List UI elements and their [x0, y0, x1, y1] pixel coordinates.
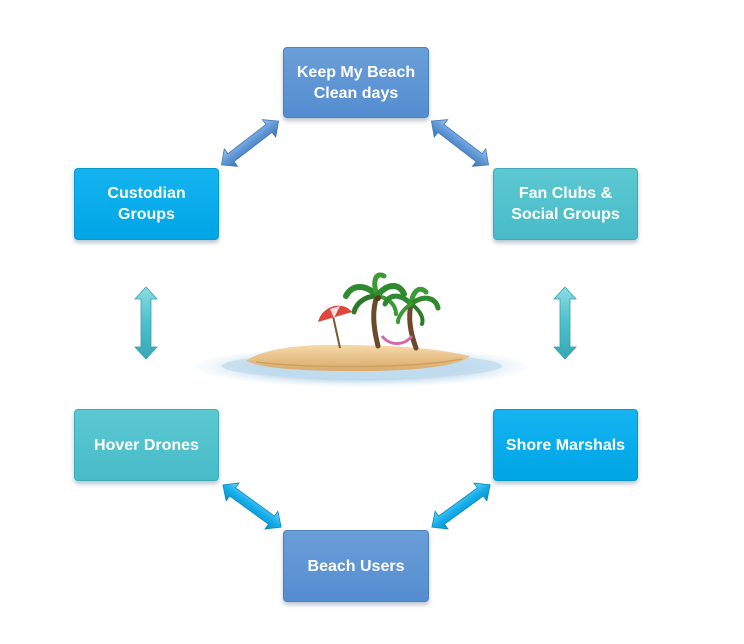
arrow-shoremarshals-beachusers — [431, 482, 491, 530]
arrow-hoverdrones-beachusers — [222, 482, 282, 530]
node-label: Hover Drones — [94, 436, 199, 454]
arrow-keep-beach-fanclubs — [430, 119, 490, 167]
node-beach-users: Beach Users — [283, 530, 429, 602]
node-label: Beach Users — [307, 557, 405, 575]
node-hover-drones: Hover Drones — [74, 409, 219, 481]
node-label-line: Social Groups — [511, 206, 620, 223]
node-keep-my-beach-clean-days: Keep My Beach Clean days — [283, 47, 429, 118]
arrow-keep-beach-custodian — [220, 119, 280, 167]
node-fan-clubs-social-groups: Fan Clubs & Social Groups — [493, 168, 638, 240]
node-label-line: Groups — [118, 206, 175, 223]
node-label-line: Custodian — [107, 185, 186, 202]
node-label-line: Clean days — [313, 84, 399, 102]
node-label-line: Fan Clubs & — [518, 185, 613, 202]
arrow-fanclubs-shoremarshals — [553, 286, 577, 360]
arrow-custodian-hoverdrones — [134, 286, 158, 360]
node-custodian-groups: Custodian Groups — [74, 168, 219, 240]
node-label-line: Keep My Beach — [296, 63, 416, 81]
node-label: Shore Marshals — [505, 436, 626, 454]
tropical-island-icon — [196, 272, 528, 387]
node-shore-marshals: Shore Marshals — [493, 409, 638, 481]
